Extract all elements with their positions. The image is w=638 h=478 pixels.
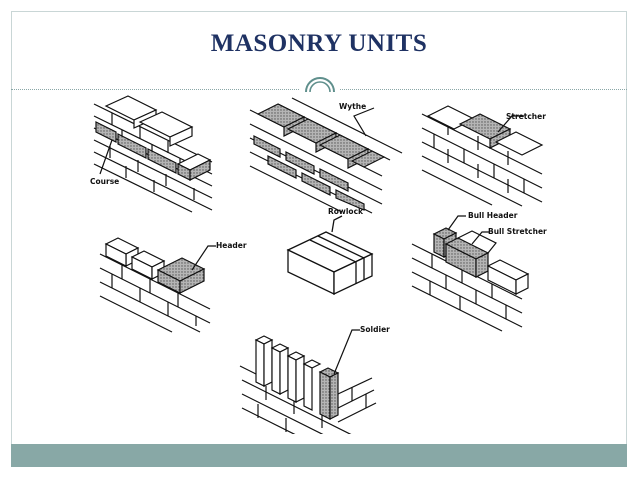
label-course: Course bbox=[90, 177, 119, 186]
bull-diagram bbox=[411, 215, 530, 332]
masonry-units-illustration: Course Wythe bbox=[82, 94, 554, 434]
rowlock-diagram bbox=[286, 215, 374, 296]
arch-emblem-icon bbox=[300, 77, 340, 92]
label-rowlock: Rowlock bbox=[328, 207, 364, 216]
course-diagram bbox=[93, 95, 213, 213]
stretcher-diagram bbox=[421, 105, 544, 207]
label-stretcher: Stretcher bbox=[506, 112, 546, 121]
label-bull-header: Bull Header bbox=[468, 211, 518, 220]
soldier-diagram bbox=[239, 329, 377, 434]
label-soldier: Soldier bbox=[360, 325, 390, 334]
label-wythe: Wythe bbox=[339, 102, 366, 111]
footer-bar bbox=[11, 444, 627, 467]
wythe-diagram bbox=[249, 97, 403, 214]
label-header: Header bbox=[216, 241, 247, 250]
label-bull-stretcher: Bull Stretcher bbox=[488, 227, 547, 236]
header-diagram bbox=[99, 237, 216, 333]
slide-title: MASONRY UNITS bbox=[210, 30, 428, 57]
